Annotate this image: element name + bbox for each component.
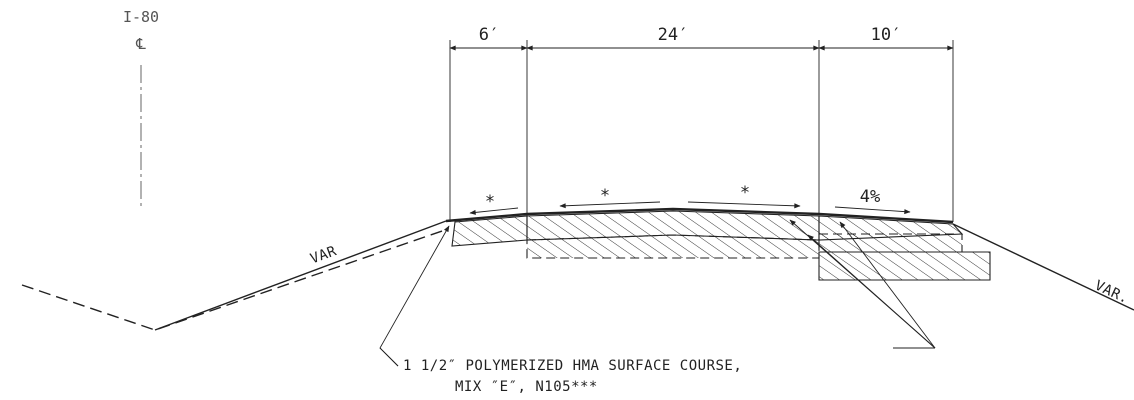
pavement-layers	[451, 210, 991, 281]
slope-label-right-lane: *	[740, 183, 750, 203]
foreslope-right-line	[952, 223, 1134, 311]
slope-arrow-right-shoulder	[834, 206, 911, 215]
callout-line-1: 1 1/2″ POLYMERIZED HMA SURFACE COURSE,	[403, 358, 742, 374]
centerline-symbol: ℄	[135, 35, 146, 53]
cross-slope-group: * * * 4%	[469, 183, 911, 215]
side-slope-left-label: VAR	[308, 243, 339, 267]
slope-label-left-lane: *	[600, 186, 610, 206]
ground-group	[21, 220, 1134, 331]
leader-left	[379, 225, 450, 367]
right-shoulder-base-layer	[818, 233, 963, 253]
dimension-label-6ft: 6′	[479, 25, 499, 45]
slope-arrow-left-shoulder	[469, 207, 519, 215]
side-slope-right-label: VAR.	[1092, 278, 1131, 308]
leader-right-4	[807, 234, 936, 349]
dimension-label-10ft: 10′	[871, 25, 902, 45]
finished-surface-line	[445, 207, 954, 224]
centerline-route-label: I-80	[123, 8, 159, 26]
widening-base-layer	[818, 251, 991, 281]
slope-label-right-shoulder: 4%	[860, 187, 880, 207]
callout-leaders	[379, 219, 936, 367]
slope-arrow-left-lane	[559, 201, 661, 209]
slope-arrow-right-lane	[687, 201, 801, 209]
leader-left-underline	[379, 347, 399, 367]
existing-ground-left	[21, 229, 446, 331]
centerline-group: I-80 ℄	[123, 8, 159, 210]
foreslope-left-line	[154, 220, 447, 331]
callout-line-2: MIX ″E″, N105***	[455, 379, 598, 395]
dimension-label-24ft: 24′	[658, 25, 689, 45]
dimension-group: 6′ 24′ 10′	[449, 25, 954, 222]
leader-right-3	[839, 221, 936, 349]
slope-label-left-shoulder: *	[485, 192, 495, 212]
